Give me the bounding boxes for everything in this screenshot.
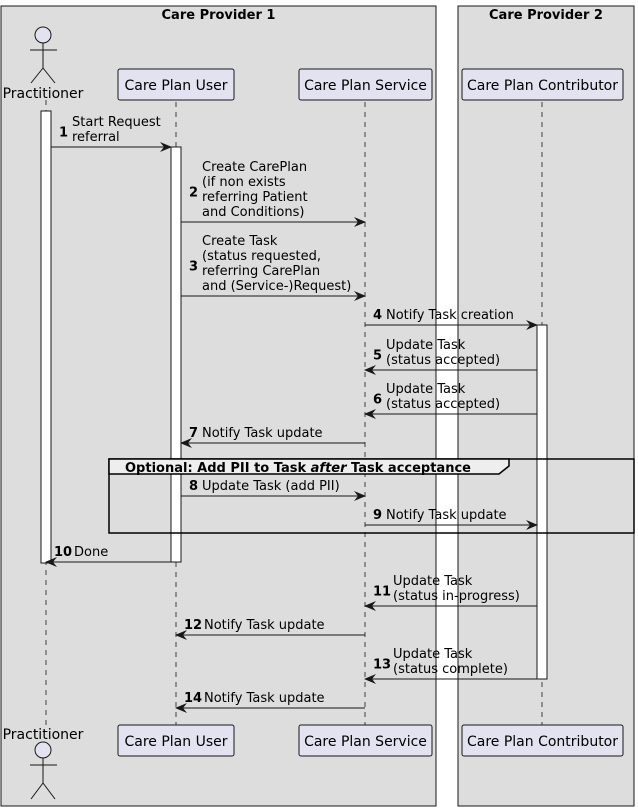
message-label: (if non exists (202, 175, 286, 190)
participant-label-user-top: Care Plan User (124, 78, 227, 94)
message-label: Notify Task update (204, 691, 325, 706)
group-label-emphasis: after (311, 461, 348, 476)
participant-service-top: Care Plan Service (298, 68, 433, 101)
message-label: referring CarePlan (202, 264, 320, 279)
message-label: Start Request (72, 115, 161, 130)
message-3: 3 Create Task(status requested,referring … (181, 234, 366, 301)
group-label-prefix: Optional: Add PII to Task (125, 461, 311, 476)
message-label: and Conditions) (202, 205, 304, 220)
participant-label-service-top: Care Plan Service (304, 78, 427, 94)
box-care-provider-1: Care Provider 1 (0, 5, 437, 807)
message-number: 8 (189, 479, 198, 494)
message-label: Update Task (386, 338, 466, 353)
message-number: 10 (54, 545, 72, 560)
message-number: 13 (373, 658, 391, 673)
message-number: 4 (373, 308, 382, 323)
actor-practitioner-top (30, 26, 57, 84)
message-number: 6 (373, 393, 382, 408)
participant-label-contributor-bottom: Care Plan Contributor (467, 734, 618, 750)
message-label: Notify Task update (204, 618, 325, 633)
group-label-suffix: Task acceptance (347, 461, 472, 476)
message-4: 4 Notify Task creation (365, 308, 538, 330)
message-number: 14 (184, 691, 202, 706)
message-2: 2 Create CarePlan(if non existsreferring … (181, 160, 366, 227)
box-title-provider-1: Care Provider 1 (162, 8, 276, 23)
message-label: Update Task (386, 382, 466, 397)
actor-head-icon (34, 26, 52, 44)
activation-user (170, 146, 182, 563)
message-number: 12 (184, 618, 202, 633)
message-label: Create CarePlan (202, 160, 307, 175)
message-label: Done (74, 545, 108, 560)
message-label: (status requested, (202, 249, 321, 264)
participant-contributor-top: Care Plan Contributor (461, 68, 624, 101)
message-9: 9 Notify Task update (365, 508, 538, 530)
message-number: 11 (373, 585, 391, 600)
message-label: referral (72, 130, 120, 145)
message-label: Update Task (393, 647, 473, 662)
message-label: and (Service-)Request) (202, 279, 351, 294)
activation-contributor (536, 324, 548, 680)
message-label: Create Task (202, 234, 278, 249)
box-title-provider-2: Care Provider 2 (489, 8, 603, 23)
message-number: 2 (189, 186, 198, 201)
message-label: Update Task (393, 574, 473, 589)
message-label: referring Patient (202, 190, 308, 205)
actor-label-practitioner-bottom: Practitioner (3, 727, 84, 743)
participant-contributor-bottom: Care Plan Contributor (461, 724, 624, 757)
message-label: (status accepted) (386, 353, 500, 368)
message-label: (status complete) (393, 662, 508, 677)
message-8: 8 Update Task (add PII) (181, 479, 366, 501)
participant-user-bottom: Care Plan User (117, 724, 235, 757)
message-number: 3 (189, 260, 198, 275)
participant-label-user-bottom: Care Plan User (124, 734, 227, 750)
message-label: (status in-progress) (393, 589, 520, 604)
message-number: 7 (189, 426, 198, 441)
message-6: 6 Update Task(status accepted) (364, 382, 537, 419)
message-number: 1 (59, 126, 68, 141)
actor-practitioner-bottom (30, 741, 57, 800)
message-7: 7 Notify Task update (180, 426, 365, 448)
participant-label-service-bottom: Care Plan Service (304, 734, 427, 750)
group-label: Optional: Add PII to Task after Task acc… (125, 461, 471, 476)
participant-service-bottom: Care Plan Service (298, 724, 433, 757)
actor-label-practitioner-top: Practitioner (3, 86, 84, 102)
activation-practitioner (40, 110, 52, 564)
message-label: Notify Task creation (386, 308, 514, 323)
message-label: Update Task (add PII) (202, 479, 340, 494)
message-label: Notify Task update (386, 508, 507, 523)
message-label: Notify Task update (202, 426, 323, 441)
message-number: 5 (373, 349, 382, 364)
message-5: 5 Update Task(status accepted) (364, 338, 537, 375)
message-label: (status accepted) (386, 397, 500, 412)
participant-label-contributor-top: Care Plan Contributor (467, 78, 618, 94)
participant-user-top: Care Plan User (117, 68, 235, 101)
actor-head-icon (34, 741, 52, 759)
optional-group: Optional: Add PII to Task after Task acc… (108, 458, 635, 534)
message-number: 9 (373, 508, 382, 523)
